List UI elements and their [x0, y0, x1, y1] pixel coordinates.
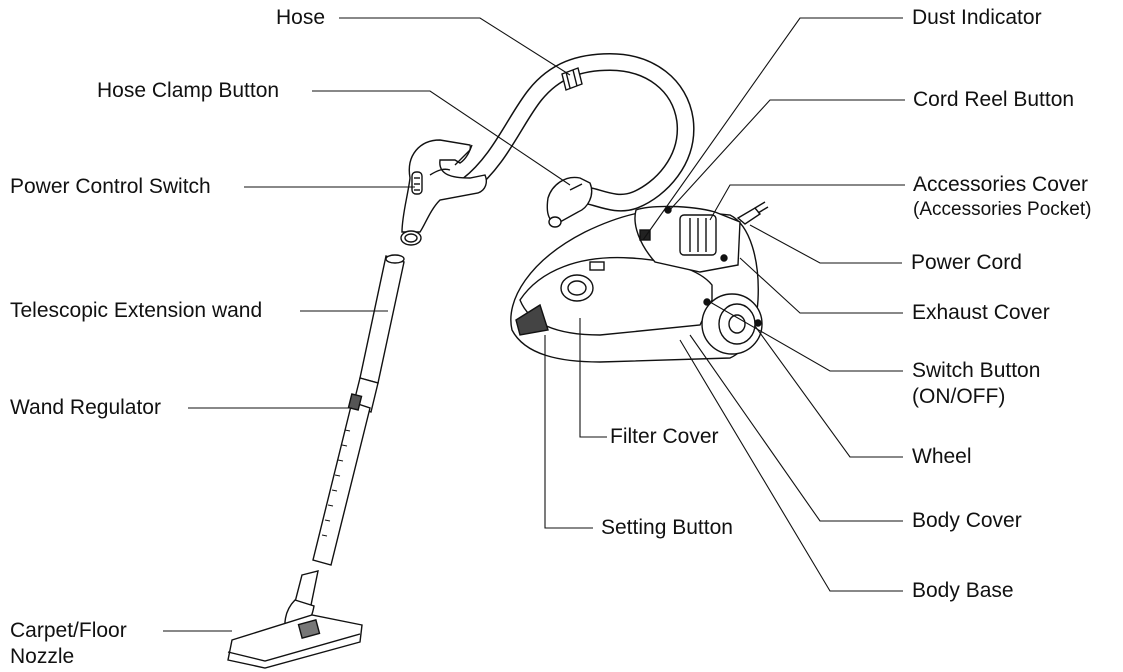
wand-illustration	[312, 254, 405, 566]
label-wheel: Wheel	[912, 445, 972, 468]
label-wand-regulator: Wand Regulator	[10, 396, 161, 419]
label-carpet-floor-line1: Carpet/Floor	[10, 619, 127, 642]
body-illustration	[510, 201, 769, 363]
label-exhaust-cover: Exhaust Cover	[912, 301, 1050, 324]
handle-illustration	[400, 139, 487, 246]
label-filter-cover: Filter Cover	[610, 425, 719, 448]
label-switch-button: Switch Button (ON/OFF)	[912, 358, 1040, 410]
label-switch-button-main: Switch Button	[912, 359, 1041, 382]
leader-lines	[163, 17, 905, 632]
label-setting-button: Setting Button	[601, 516, 733, 539]
label-telescopic-extension-wand: Telescopic Extension wand	[10, 299, 263, 322]
label-dust-indicator: Dust Indicator	[912, 6, 1042, 29]
label-carpet-floor-nozzle: Carpet/Floor Nozzle	[10, 618, 127, 670]
nozzle-illustration	[227, 570, 363, 669]
label-hose-clamp-button: Hose Clamp Button	[97, 79, 280, 102]
label-accessories-cover-main: Accessories Cover	[913, 173, 1089, 196]
label-power-control-switch: Power Control Switch	[10, 175, 211, 198]
label-carpet-floor-line2: Nozzle	[10, 645, 75, 668]
label-accessories-pocket: (Accessories Pocket)	[913, 199, 1092, 220]
label-accessories-cover: Accessories Cover (Accessories Pocket)	[913, 172, 1091, 222]
hose-illustration	[462, 52, 695, 228]
label-body-cover: Body Cover	[912, 509, 1022, 532]
label-body-base: Body Base	[912, 579, 1014, 602]
label-switch-button-sub: (ON/OFF)	[912, 385, 1006, 408]
label-cord-reel-button: Cord Reel Button	[913, 88, 1075, 111]
label-hose: Hose	[276, 6, 326, 29]
label-power-cord: Power Cord	[911, 251, 1022, 274]
